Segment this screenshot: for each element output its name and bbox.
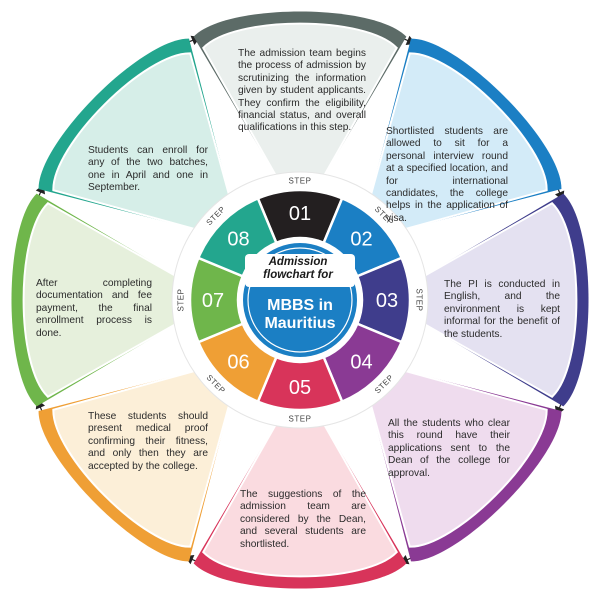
petal-step-08 [38, 38, 235, 235]
step-01-description: The admission team begins the process of… [238, 48, 366, 134]
petal-step-02 [365, 38, 562, 235]
step-02-description: Shortlisted students are allowed to sit … [386, 126, 508, 224]
petal-body-05 [202, 407, 398, 578]
petals [11, 11, 589, 589]
step-label-03: STEP [415, 289, 424, 312]
petal-step-05 [193, 407, 407, 589]
step-number-06: 06 [227, 352, 249, 374]
step-04-description: All the students who clear this round ha… [388, 418, 510, 479]
step-label-05: STEP [289, 415, 312, 424]
center-title-line1: Admission [268, 256, 328, 268]
petal-body-07 [22, 202, 193, 398]
step-08-description: Students can enroll for any of the two b… [88, 145, 208, 194]
petal-body-02 [365, 52, 548, 235]
petal-body-04 [365, 365, 548, 548]
petal-step-04 [365, 365, 562, 562]
step-number-05: 05 [289, 377, 311, 399]
step-number-03: 03 [376, 290, 398, 312]
petal-body-01 [202, 22, 398, 193]
step-ring-outline [171, 171, 429, 429]
petal-body-06 [52, 365, 235, 548]
center-circle-inner-ring [247, 247, 353, 353]
step-number-04: 04 [350, 352, 372, 374]
center-title-panel [245, 254, 355, 287]
petal-step-03 [407, 193, 589, 407]
petal-body-08 [52, 52, 235, 235]
step-05-description: The suggestions of the admission team ar… [240, 489, 366, 550]
petal-body-03 [407, 202, 578, 398]
step-number-07: 07 [202, 290, 224, 312]
center-subtitle-line2: Mauritius [264, 315, 336, 332]
step-06-description: These students should present medical pr… [88, 411, 208, 472]
step-03-description: The PI is conducted in English, and the … [444, 279, 560, 340]
center-subtitle-line1: MBBS in [267, 297, 333, 314]
center-title: Admission flowchart for [243, 256, 353, 282]
center-subtitle: MBBS in Mauritius [243, 297, 357, 333]
step-label-07: STEP [177, 289, 186, 312]
petal-step-07 [11, 193, 193, 407]
step-label-01: STEP [289, 177, 312, 186]
petal-step-06 [38, 365, 235, 562]
step-number-01: 01 [289, 203, 311, 225]
step-number-02: 02 [350, 228, 372, 250]
center-title-line2: flowchart for [263, 269, 333, 281]
step-07-description: After completing documentation and fee p… [36, 278, 152, 339]
step-number-08: 08 [227, 228, 249, 250]
petal-step-01 [193, 11, 407, 193]
